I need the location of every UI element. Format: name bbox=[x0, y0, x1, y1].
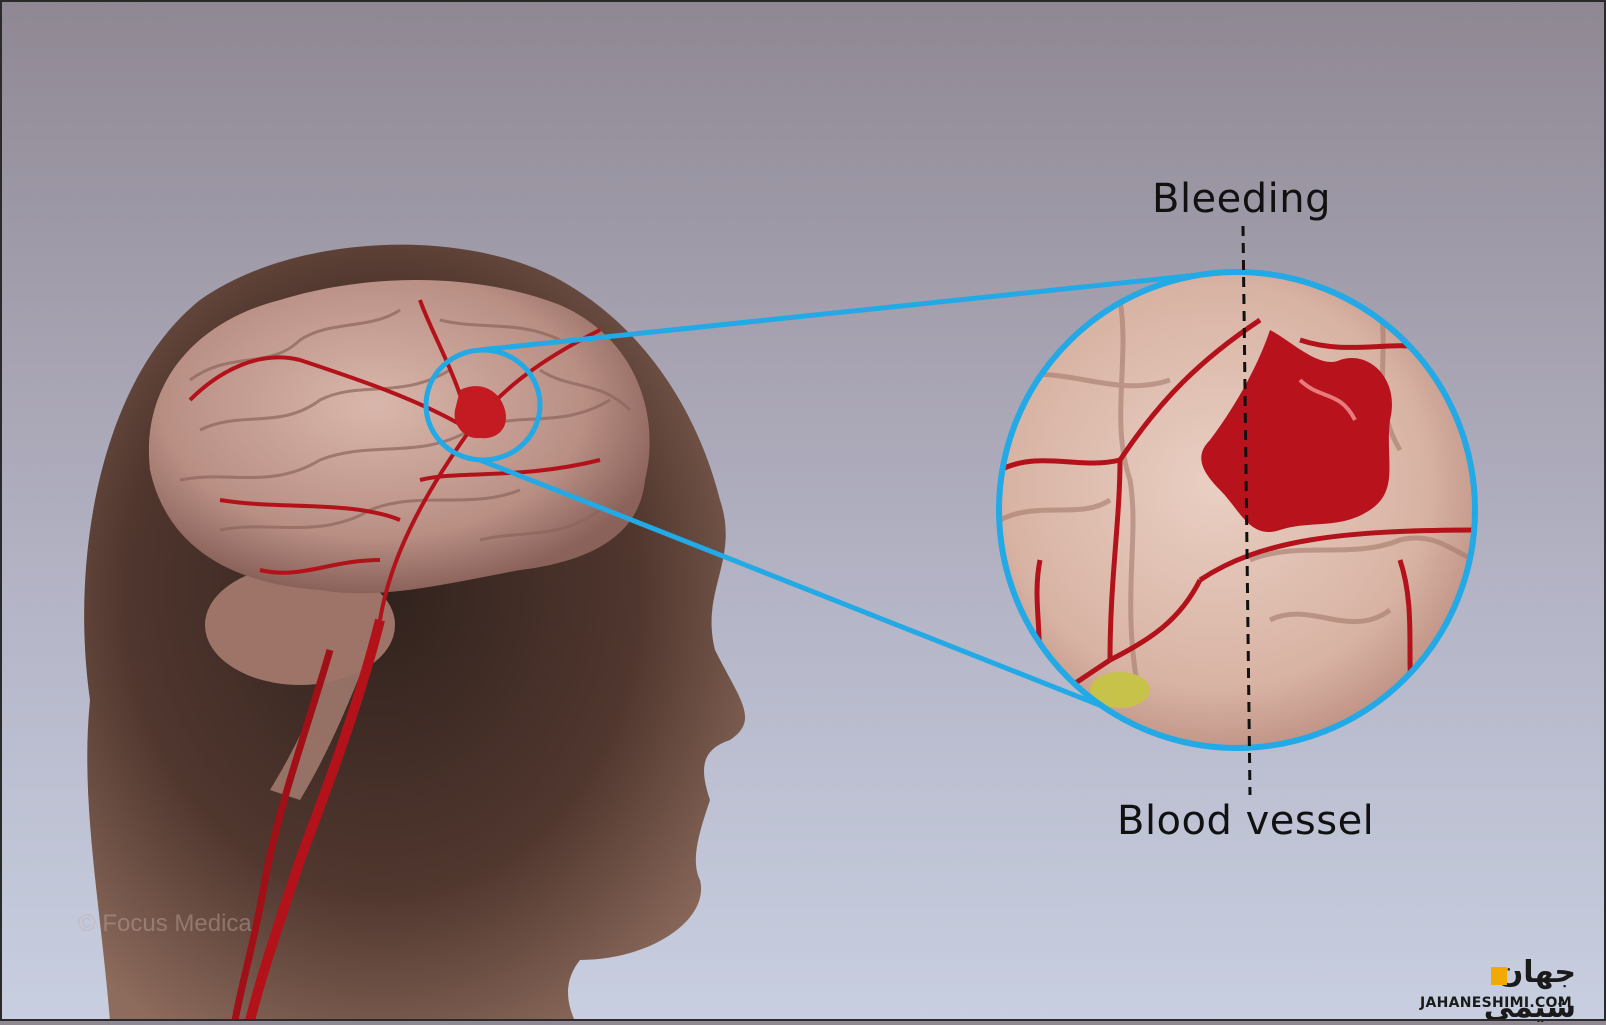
zoomed-view bbox=[999, 272, 1475, 748]
bleeding-label: Bleeding bbox=[1152, 176, 1332, 222]
focus-circle bbox=[423, 347, 543, 463]
magnifier-lines bbox=[479, 270, 1218, 728]
site-logo: جهان شیمی JAHANESHIMI.COM bbox=[1420, 955, 1590, 1025]
pointer-line bbox=[1241, 225, 1252, 796]
brain bbox=[148, 280, 650, 594]
logo-accent bbox=[1491, 967, 1507, 985]
copyright-watermark: © Focus Medica bbox=[78, 910, 252, 937]
bleed-spot bbox=[454, 386, 506, 439]
cerebellum bbox=[205, 565, 395, 685]
vertebral-artery bbox=[231, 649, 334, 1021]
logo-persian-text: جهان شیمی bbox=[1483, 955, 1576, 1025]
hemorrhage bbox=[1201, 330, 1392, 532]
brain-folds bbox=[179, 308, 632, 542]
blood-vessel-label: Blood vessel bbox=[1117, 798, 1375, 844]
magnifier-ring bbox=[996, 269, 1478, 751]
carotid-artery bbox=[245, 618, 385, 1021]
logo-english-text: JAHANESHIMI.COM bbox=[1420, 995, 1572, 1011]
